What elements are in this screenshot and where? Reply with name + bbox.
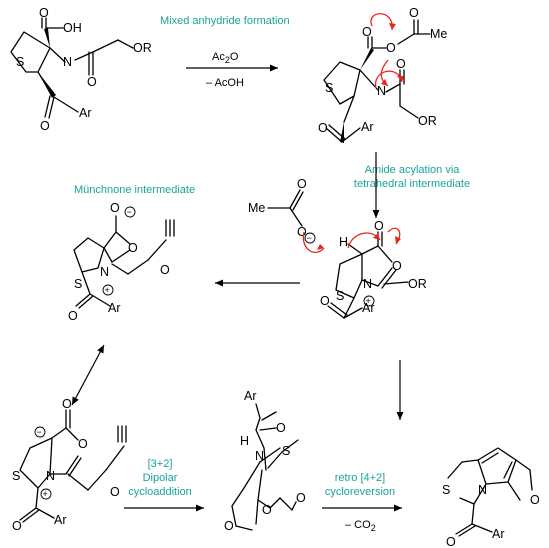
svg-text:O: O [39,6,49,20]
svg-text:OR: OR [133,41,152,55]
svg-text:N: N [46,469,55,483]
svg-text:O: O [297,177,307,191]
svg-text:O: O [40,119,50,133]
reaction-arrow-5 [124,504,204,512]
svg-text:−: − [37,427,42,437]
svg-text:Ar: Ar [492,527,505,541]
annotation-amide-acylation-1: Amide acylation via [365,164,461,176]
annotation-amide-acylation-2: tetrahedral intermediate [354,178,470,190]
svg-text:O: O [128,241,138,255]
svg-text:Ar: Ar [362,301,375,315]
reagent-ac2o: Ac2O [212,51,239,65]
svg-text:O: O [297,225,307,239]
svg-text:O: O [262,503,272,517]
svg-text:N: N [363,277,372,291]
svg-text:O: O [12,519,22,533]
svg-text:N: N [100,265,109,279]
svg-text:S: S [282,444,290,458]
svg-text:O: O [530,493,540,507]
svg-text:H: H [240,434,249,448]
svg-text:OR: OR [408,277,427,291]
curly-arrow-5 [347,232,381,249]
molecule-pyrrole-product: S N O O Ar [442,447,540,548]
svg-text:Ar: Ar [108,301,121,315]
svg-text:Ar: Ar [361,120,374,134]
svg-text:OH: OH [63,21,82,35]
reaction-arrow-2 [372,152,380,218]
reaction-arrow-4 [396,360,404,420]
svg-text:Ar: Ar [79,106,92,120]
svg-text:H: H [339,235,348,249]
molecule-bicyclic-intermediate: H S N + O O OR O Ar [320,219,427,319]
molecule-acetate: − Me O O [248,177,325,253]
reaction-arrow-1 [186,64,278,72]
equilibrium-arrow [71,344,105,406]
annotation-retro-1: retro [4+2] [335,472,385,484]
svg-text:N: N [377,84,386,98]
svg-text:O: O [362,25,372,39]
svg-text:S: S [325,81,333,95]
annotation-dipolar-1: Dipolar [143,472,178,484]
svg-text:O: O [62,397,72,411]
svg-text:N: N [63,55,72,69]
svg-text:Ar: Ar [244,389,257,403]
svg-text:+: + [43,489,48,499]
svg-text:O: O [396,57,406,71]
svg-text:Ar: Ar [54,513,67,527]
reaction-arrow-3 [215,279,300,287]
molecule-cycloadduct: Ar O H N S O O O [224,389,306,533]
annotation-munchnone: Münchnone intermediate [74,184,195,196]
svg-text:O: O [87,75,97,89]
curly-arrow-1 [370,13,393,31]
annotation-retro-2: cycloreversion [325,486,395,498]
svg-text:O: O [160,263,170,277]
svg-text:O: O [296,491,306,505]
reaction-arrow-6 [322,504,402,512]
svg-text:O: O [318,121,328,135]
reagent-minus-acoh: – AcOH [206,77,244,89]
curly-arrow-4 [302,231,325,253]
svg-text:S: S [16,55,24,69]
svg-text:OR: OR [418,114,437,128]
svg-text:+: + [366,296,371,306]
svg-text:S: S [442,483,450,497]
svg-text:+: + [105,285,110,295]
annotation-dipolar-tag: [3+2] [148,458,173,470]
svg-text:O: O [386,41,396,55]
svg-text:−: − [307,233,312,243]
svg-text:O: O [78,437,88,451]
svg-text:O: O [320,294,330,308]
svg-text:S: S [74,277,82,291]
molecule-munchnone-resonance: − O O S N + O O Ar [12,397,127,533]
molecule-munchnone: − O O S N + O O Ar [68,201,175,323]
svg-text:O: O [110,485,120,499]
svg-text:Me: Me [430,27,447,41]
svg-text:O: O [446,535,456,548]
svg-text:N: N [255,449,264,463]
svg-text:N: N [478,483,487,497]
svg-text:O: O [224,519,234,533]
svg-text:O: O [68,309,78,323]
svg-text:Me: Me [248,201,265,215]
annotation-dipolar-2: cycloaddition [128,486,192,498]
svg-text:O: O [276,421,286,435]
molecule-mixed-anhydride: S N O O O Me O OR O Ar [318,6,447,143]
svg-text:S: S [12,469,20,483]
svg-text:O: O [374,219,384,233]
svg-text:O: O [409,6,419,20]
annotation-mixed-anhydride: Mixed anhydride formation [160,15,290,27]
svg-text:−: − [127,207,132,217]
reagent-minus-co2: – CO2 [345,519,376,533]
svg-text:O: O [110,201,120,215]
svg-text:O: O [392,259,402,273]
svg-text:S: S [336,289,344,303]
molecule-starting-material: S N O OH O OR O Ar [10,6,152,133]
